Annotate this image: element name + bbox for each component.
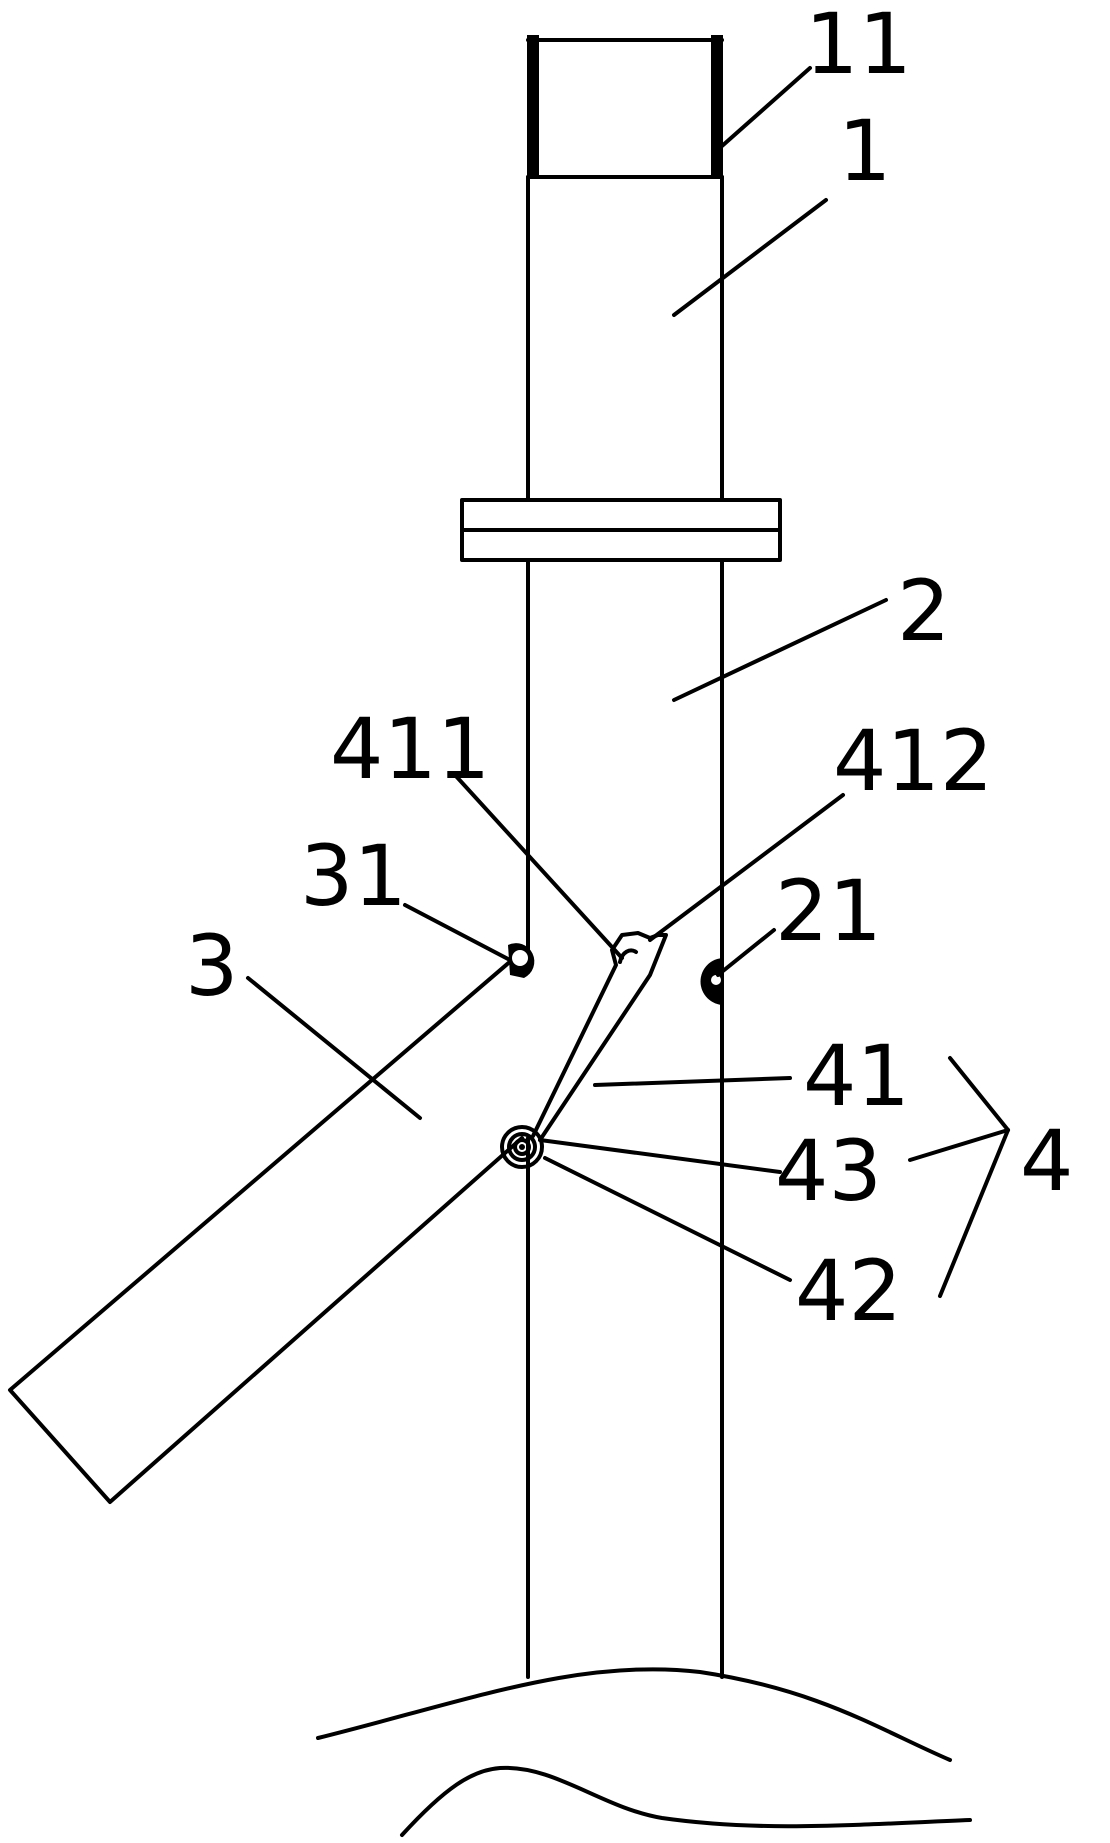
- pivot-stud-31: [508, 943, 535, 978]
- label-411: 411: [330, 700, 490, 798]
- label-3: 3: [185, 917, 238, 1015]
- label-11: 11: [805, 0, 912, 93]
- angled-arm: [8, 948, 530, 1504]
- collar-ring: [460, 498, 782, 562]
- leader-lines: [246, 66, 1010, 1298]
- label-4: 4: [1020, 1112, 1073, 1210]
- label-41: 41: [803, 1027, 910, 1125]
- label-412: 412: [833, 712, 993, 810]
- top-socket: [526, 35, 724, 179]
- label-43: 43: [775, 1122, 882, 1220]
- upper-tube: [526, 175, 724, 502]
- ground-contour: [316, 1667, 972, 1837]
- label-1: 1: [838, 102, 891, 200]
- lower-tube: [526, 558, 724, 1679]
- label-2: 2: [897, 562, 950, 660]
- pivot-pin: [500, 1125, 544, 1169]
- label-31: 31: [300, 827, 407, 925]
- label-42: 42: [795, 1242, 902, 1340]
- pivot-stud-21: [700, 958, 724, 1005]
- label-21: 21: [775, 862, 882, 960]
- lock-lever: [531, 931, 668, 1142]
- reference-numerals: 11 1 2 411 412 31 3 21 41 4 43 42: [185, 0, 1073, 1340]
